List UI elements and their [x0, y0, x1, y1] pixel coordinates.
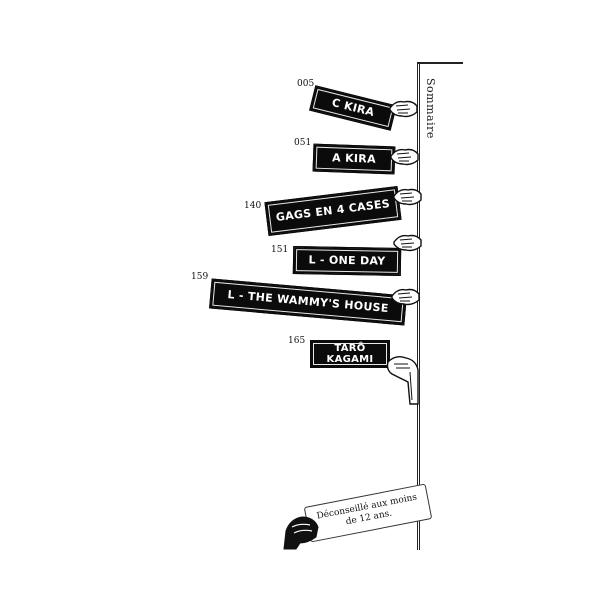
toc-title-line-2: KAGAMI — [326, 354, 374, 365]
page-number: 005 — [297, 79, 315, 89]
age-warning-text: Déconseillé aux moins de 12 ans. — [315, 492, 418, 528]
toc-title: GAGS EN 4 CASES — [275, 197, 391, 224]
toc-sign-taro-kagami[interactable]: TARÔ KAGAMI — [310, 340, 390, 368]
toc-title-line-1: TARÔ — [334, 343, 366, 354]
toc-sign-a-kira[interactable]: A KIRA — [312, 143, 396, 175]
page-number: 151 — [271, 245, 289, 255]
hand-icon — [386, 355, 419, 405]
toc-sign-l-one-day[interactable]: L - ONE DAY — [292, 246, 402, 276]
page-number: 165 — [288, 336, 306, 346]
page-number: 140 — [244, 201, 262, 211]
hand-icon — [393, 234, 422, 252]
age-warning-label: Déconseillé aux moins de 12 ans. — [303, 483, 433, 543]
toc-title: C KIRA — [330, 95, 376, 120]
toc-title: A KIRA — [331, 151, 377, 166]
toc-title: L - THE WAMMY'S HOUSE — [226, 287, 390, 315]
hand-icon — [391, 288, 420, 306]
toc-sign-c-kira[interactable]: C KIRA — [309, 85, 397, 131]
page-number: 159 — [191, 272, 209, 282]
signpost-top-bar — [417, 62, 463, 64]
toc-title: L - ONE DAY — [308, 253, 386, 268]
toc-sign-gags-en-4-cases[interactable]: GAGS EN 4 CASES — [264, 185, 402, 237]
hand-icon — [393, 188, 422, 206]
toc-sign-l-the-wammys-house[interactable]: L - THE WAMMY'S HOUSE — [209, 278, 407, 326]
hand-icon — [390, 148, 419, 166]
page-number: 051 — [294, 138, 312, 148]
sommaire-label: Sommaire — [424, 78, 437, 139]
signpost-pole — [417, 62, 420, 550]
hand-icon — [389, 100, 418, 118]
hand-icon — [283, 516, 319, 550]
